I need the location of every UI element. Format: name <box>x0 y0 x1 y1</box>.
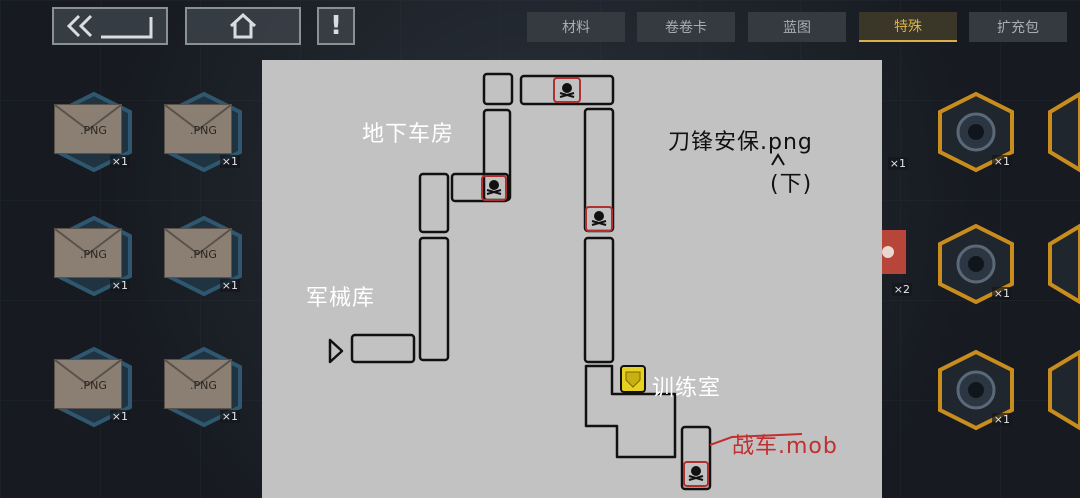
map-entrance <box>328 338 344 364</box>
map-room <box>519 74 615 106</box>
shield-marker-icon <box>620 365 646 393</box>
item-quantity: ×1 <box>219 279 240 292</box>
skull-marker-icon <box>683 461 709 487</box>
tank-label: 战车.mob <box>732 434 838 459</box>
home-icon <box>229 12 257 39</box>
envelope-icon <box>164 228 232 278</box>
tab-label: 扩充包 <box>997 20 1039 36</box>
red-item-icon <box>882 230 906 274</box>
tab-blueprints[interactable]: 蓝图 <box>748 12 846 42</box>
inventory-item[interactable]: ×2 <box>882 222 912 306</box>
item-quantity: ×1 <box>887 157 908 170</box>
map-l-room <box>584 364 677 459</box>
item-label: .PNG <box>190 248 217 261</box>
security-label: 刀锋安保.png <box>668 130 813 155</box>
inventory-item[interactable] <box>1040 90 1080 174</box>
inventory-item[interactable]: .PNG ×1 <box>162 214 246 298</box>
inventory-item[interactable] <box>1040 348 1080 432</box>
inventory-item[interactable]: .PNG ×1 <box>52 345 136 429</box>
alert-button[interactable]: ! <box>317 7 355 45</box>
inventory-item[interactable]: ×1 <box>882 92 912 176</box>
tab-label: 材料 <box>562 20 590 36</box>
security-sub-label: (下) <box>770 172 813 197</box>
envelope-icon <box>164 359 232 409</box>
map-corridor <box>583 236 615 364</box>
envelope-icon <box>54 359 122 409</box>
item-quantity: ×2 <box>891 283 912 296</box>
envelope-icon <box>54 104 122 154</box>
inventory-item[interactable]: ×1 <box>934 90 1018 174</box>
inventory-item[interactable] <box>1040 222 1080 306</box>
hex-frame-icon <box>1048 91 1080 173</box>
inventory-item[interactable]: ×1 <box>934 348 1018 432</box>
armory-label: 军械库 <box>306 286 376 311</box>
back-arrows-icon <box>66 14 153 39</box>
item-quantity: ×1 <box>109 155 130 168</box>
tab-expansion[interactable]: 扩充包 <box>969 12 1067 42</box>
item-quantity: ×1 <box>991 155 1012 168</box>
item-label: .PNG <box>80 248 107 261</box>
map-room <box>450 172 510 203</box>
tank-pointer-line <box>709 433 803 446</box>
tab-label: 蓝图 <box>783 20 811 36</box>
inventory-item[interactable]: .PNG ×1 <box>52 90 136 174</box>
map-room <box>482 72 514 106</box>
item-quantity: ×1 <box>219 155 240 168</box>
item-quantity: ×1 <box>109 410 130 423</box>
item-label: .PNG <box>190 124 217 137</box>
skull-marker-icon <box>585 206 613 232</box>
item-label: .PNG <box>190 379 217 392</box>
item-quantity: ×1 <box>991 413 1012 426</box>
eye-emblem-icon <box>938 91 1014 173</box>
envelope-icon <box>164 104 232 154</box>
tab-label: 卷卷卡 <box>665 20 707 36</box>
basement-label: 地下车房 <box>362 122 455 147</box>
envelope-icon <box>54 228 122 278</box>
map-drawing <box>328 72 803 491</box>
skull-marker-icon <box>553 77 581 103</box>
inventory-item[interactable]: ×1 <box>934 222 1018 306</box>
item-quantity: ×1 <box>109 279 130 292</box>
map-panel: 地下车房 军械库 刀锋安保.png (下) 训练室 战车.mob <box>262 60 882 498</box>
home-button[interactable] <box>185 7 301 45</box>
item-quantity: ×1 <box>219 410 240 423</box>
map-corridor <box>418 236 450 362</box>
tab-label: 特殊 <box>894 19 922 35</box>
item-quantity: ×1 <box>991 287 1012 300</box>
alert-icon: ! <box>330 11 342 41</box>
tab-cards[interactable]: 卷卷卡 <box>637 12 735 42</box>
skull-marker-icon <box>481 175 507 201</box>
inventory-item[interactable]: .PNG ×1 <box>162 345 246 429</box>
up-arrow-icon <box>771 153 785 166</box>
map-room <box>680 425 712 491</box>
back-button[interactable] <box>52 7 168 45</box>
tab-materials[interactable]: 材料 <box>527 12 625 42</box>
tab-special[interactable]: 特殊 <box>859 12 957 42</box>
hex-frame-icon <box>1048 223 1080 305</box>
hex-frame-icon <box>1048 349 1080 431</box>
item-label: .PNG <box>80 124 107 137</box>
training-label: 训练室 <box>652 376 722 401</box>
item-label: .PNG <box>80 379 107 392</box>
map-room <box>350 333 416 364</box>
eye-emblem-icon <box>938 349 1014 431</box>
map-room <box>418 172 450 234</box>
eye-emblem-icon <box>938 223 1014 305</box>
inventory-item[interactable]: .PNG ×1 <box>52 214 136 298</box>
inventory-item[interactable]: .PNG ×1 <box>162 90 246 174</box>
